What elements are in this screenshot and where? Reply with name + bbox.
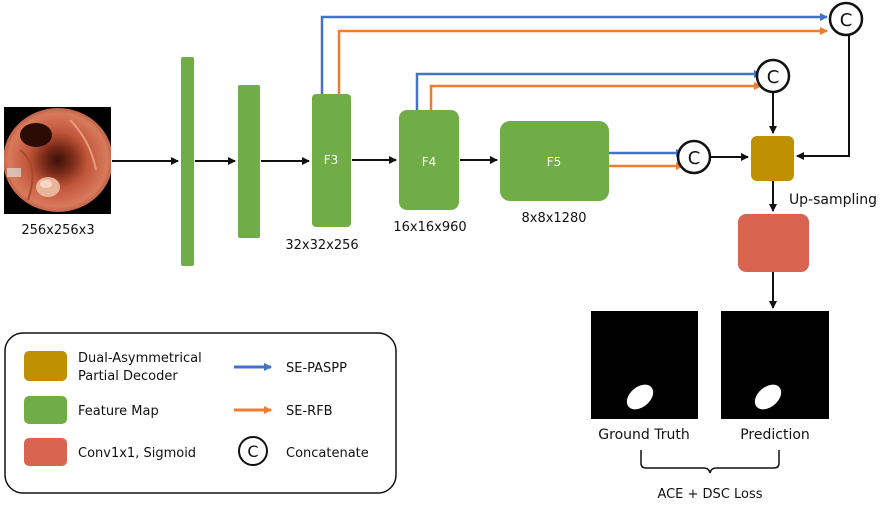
f3-dims-label: 32x32x256 [285, 238, 358, 253]
legend-feature-map-label: Feature Map [78, 404, 159, 419]
encoder-layer-2 [238, 85, 260, 238]
rfb-arrow-f3 [337, 27, 828, 94]
legend-decoder-line1: Dual-Asymmetrical [78, 351, 202, 366]
loss-bracket [640, 450, 780, 474]
f4-label: F4 [422, 155, 437, 169]
legend-conv-label: Conv1x1, Sigmoid [78, 446, 196, 461]
svg-text:C: C [688, 148, 701, 169]
f3-label: F3 [324, 153, 339, 167]
legend-box [4, 332, 397, 494]
legend-se-rfb-label: SE-RFB [286, 404, 333, 419]
main-flow-arrows [112, 156, 498, 165]
legend-concat-icon: C [238, 436, 268, 466]
legend: Dual-Asymmetrical Partial Decoder Featur… [4, 332, 397, 494]
ground-truth-label: Ground Truth [598, 427, 689, 443]
arrow-concat-top-to-decoder [796, 35, 850, 160]
prediction-label: Prediction [740, 427, 810, 443]
legend-se-paspp-label: SE-PASPP [286, 361, 347, 376]
loss-label: ACE + DSC Loss [657, 487, 762, 502]
legend-swatch-feature-map [24, 396, 67, 424]
se-rfb-arrows [337, 27, 828, 170]
upsampling-label: Up-sampling [789, 192, 877, 208]
feature-block-f4 [399, 110, 459, 210]
input-dims-label: 256x256x3 [21, 223, 94, 238]
concat-node-top: C [828, 1, 864, 37]
ground-truth-mask [591, 311, 698, 419]
f4-dims-label: 16x16x960 [393, 220, 466, 235]
prediction-mask [721, 311, 829, 419]
concat-node-bottom: C [676, 139, 712, 175]
concat-node-middle: C [755, 58, 791, 94]
feature-block-f3 [312, 94, 351, 227]
svg-text:C: C [247, 442, 258, 461]
legend-concatenate-label: Concatenate [286, 446, 369, 461]
legend-swatch-decoder [24, 351, 67, 381]
legend-decoder-line2: Partial Decoder [78, 369, 178, 384]
feature-block-f5 [500, 121, 609, 201]
encoder-layer-1 [181, 57, 194, 266]
paspp-arrow-f4 [415, 70, 762, 110]
legend-swatch-conv [24, 438, 67, 466]
conv-sigmoid-block [738, 214, 809, 272]
paspp-arrow-f3 [320, 13, 828, 94]
input-image [4, 107, 111, 214]
svg-text:C: C [840, 10, 853, 31]
partial-decoder-block [751, 136, 794, 181]
f5-label: F5 [547, 155, 562, 169]
svg-text:C: C [767, 67, 780, 88]
decoder-flow-arrows [710, 35, 850, 309]
se-paspp-arrows [320, 13, 828, 157]
f5-dims-label: 8x8x1280 [521, 211, 586, 226]
rfb-arrow-f4 [429, 82, 762, 110]
